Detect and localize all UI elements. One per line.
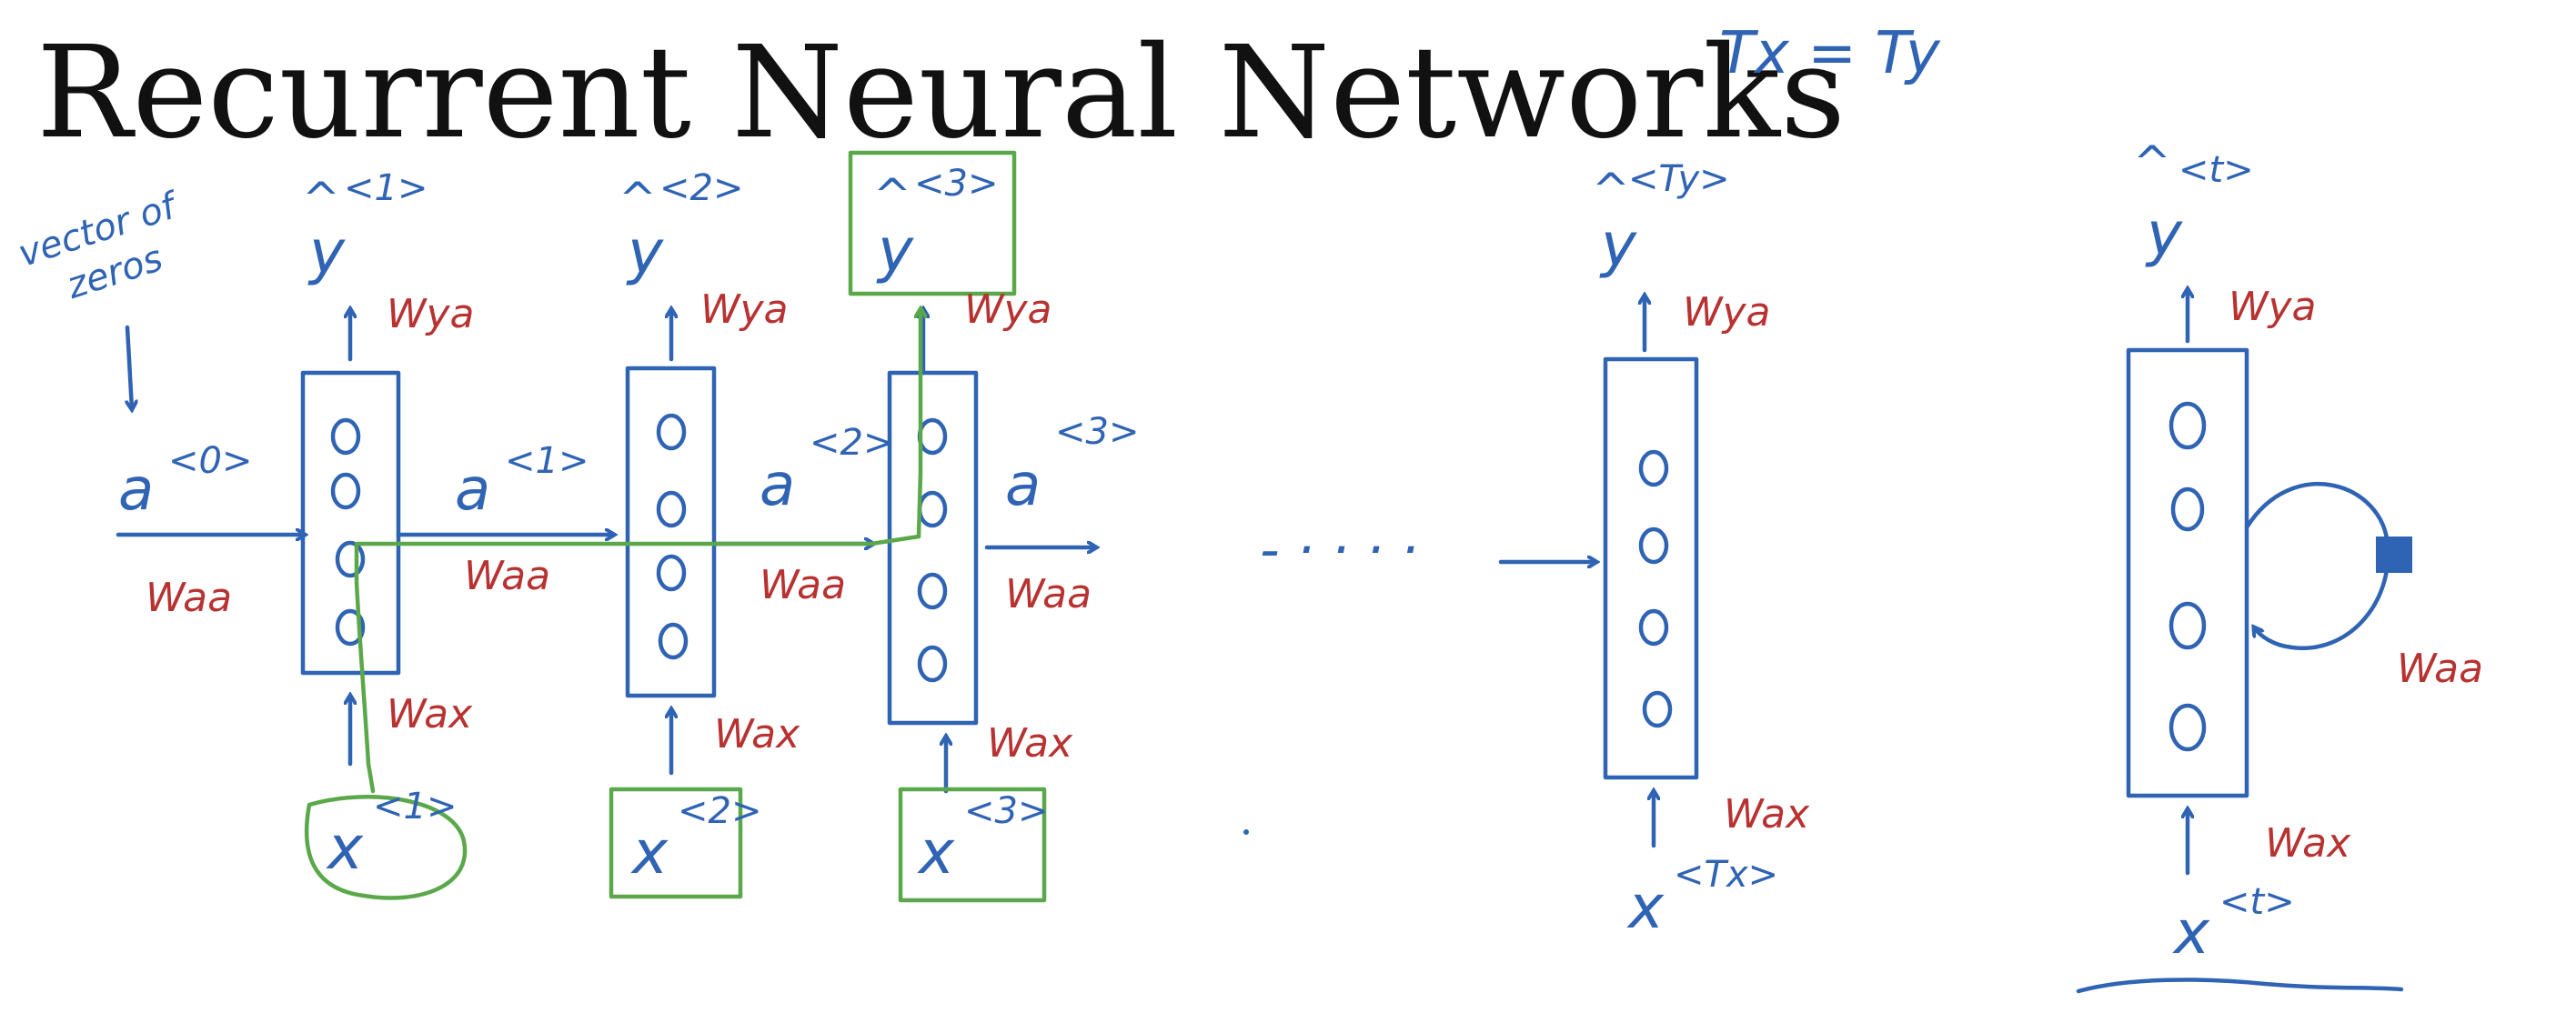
rnn-cell-2 xyxy=(625,366,717,698)
rnn-cell-3 xyxy=(887,370,979,726)
neuron xyxy=(1642,690,1673,728)
note-arrow xyxy=(127,325,132,409)
wax-label-rec: Wax xyxy=(2265,820,2351,867)
neuron xyxy=(335,608,366,647)
x2-highlight xyxy=(609,787,743,899)
time-step-1: ^ <1> y Wya Wax x <1> a <1> Waa xyxy=(300,167,614,900)
stray-dot xyxy=(1243,829,1249,835)
wax-label-3: Wax xyxy=(987,720,1073,767)
neuron xyxy=(656,554,687,592)
x2-sup: <2> xyxy=(678,790,761,832)
xTx-sup: <Tx> xyxy=(1674,854,1778,896)
wya-label-final: Wya xyxy=(1683,289,1771,336)
neuron xyxy=(335,540,366,578)
neuron xyxy=(2168,401,2207,450)
a2-symbol: a xyxy=(760,452,795,519)
svg-text:a: a xyxy=(118,456,154,524)
rnn-cell-1 xyxy=(300,370,401,676)
waa-label-1: Waa xyxy=(464,553,550,599)
time-step-3: ^ <3> y Wya Wax x <3> a <3> Waa xyxy=(848,150,1139,903)
waa-label-rec: Waa xyxy=(2397,646,2483,692)
a1-symbol: a xyxy=(455,456,490,524)
a3-symbol: a xyxy=(1005,452,1041,519)
waa-label-0: Waa xyxy=(146,575,232,621)
rnn-cell-recurrent xyxy=(2126,347,2249,798)
a3-sup: <3> xyxy=(1055,411,1139,453)
y2-sup: <2> xyxy=(659,167,743,209)
neuron xyxy=(917,417,948,456)
neuron xyxy=(330,472,361,510)
neuron xyxy=(2170,486,2205,532)
recurrent-cell-group: ^ <t> y Wya Waa Wax x <t> xyxy=(2076,136,2483,994)
forward-path-highlight xyxy=(354,309,921,767)
neuron xyxy=(658,622,689,660)
x3-symbol: x xyxy=(917,817,955,888)
xt-symbol: x xyxy=(2172,898,2210,968)
neuron xyxy=(2168,601,2207,650)
initial-activation-label: a <0> xyxy=(118,440,252,524)
wax-label-1: Wax xyxy=(387,691,473,737)
neuron xyxy=(656,413,687,451)
wax-label-2: Wax xyxy=(714,711,800,757)
yTy-hat: ^ xyxy=(1592,164,1630,216)
y3-sup: <3> xyxy=(914,163,998,205)
yTy-symbol: y xyxy=(1599,210,1637,280)
x3-highlight xyxy=(898,787,1047,903)
x1-sup: <1> xyxy=(373,786,457,827)
x3-sup: <3> xyxy=(964,790,1048,832)
y2-hat: ^ xyxy=(619,173,657,226)
yt-hat: ^ xyxy=(2133,136,2171,189)
svg-text:<0>: <0> xyxy=(168,440,252,482)
wya-label-rec: Wya xyxy=(2229,284,2317,330)
a2-sup: <2> xyxy=(810,422,893,464)
wya-label-2: Wya xyxy=(700,286,789,333)
wax-label-final: Wax xyxy=(1724,791,1810,837)
yt-sup: <t> xyxy=(2179,149,2254,191)
neuron xyxy=(917,572,948,610)
delay-block xyxy=(2376,537,2412,573)
forward-path-start xyxy=(366,761,376,794)
y1-hat: ^ xyxy=(302,173,340,226)
wya-label-3: Wya xyxy=(964,286,1052,333)
y1-symbol: y xyxy=(307,217,346,287)
recurrent-loop-arrow xyxy=(2244,481,2390,651)
waa-label-2: Waa xyxy=(760,562,846,608)
tx-ty-condition: Tx = Ty xyxy=(1719,20,1941,87)
waa-label-3: Waa xyxy=(1005,571,1092,617)
y3-symbol: y xyxy=(876,216,914,286)
y3-hat: ^ xyxy=(873,169,911,222)
wya-label-1: Wya xyxy=(387,291,475,337)
yt-symbol: y xyxy=(2145,199,2183,269)
underline-stroke xyxy=(2076,978,2404,994)
x1-highlight xyxy=(304,795,468,900)
neuron xyxy=(917,645,948,683)
time-step-final: ^ <Ty> y Wya Wax x <Tx> xyxy=(1592,158,1810,942)
neuron xyxy=(917,490,948,528)
y3-highlight xyxy=(848,150,1017,296)
rnn-cell-final xyxy=(1603,356,1699,780)
neuron xyxy=(330,417,361,456)
page-title: Recurrent Neural Networks xyxy=(36,19,1846,167)
neuron xyxy=(1638,527,1669,565)
x2-symbol: x xyxy=(630,817,669,888)
neuron xyxy=(1638,449,1669,487)
initial-note: vector of zeros xyxy=(14,184,186,307)
a1-sup: <1> xyxy=(505,440,589,482)
y1-sup: <1> xyxy=(344,167,428,209)
neuron xyxy=(656,490,687,528)
xt-sup: <t> xyxy=(2219,881,2295,923)
neuron xyxy=(1638,608,1669,647)
x1-symbol: x xyxy=(326,813,364,883)
continuation-dots: - · · · · xyxy=(1260,518,1418,582)
xTx-symbol: x xyxy=(1626,872,1665,942)
y2-symbol: y xyxy=(626,217,664,287)
neuron xyxy=(2168,703,2207,752)
yTy-sup: <Ty> xyxy=(1628,158,1730,200)
